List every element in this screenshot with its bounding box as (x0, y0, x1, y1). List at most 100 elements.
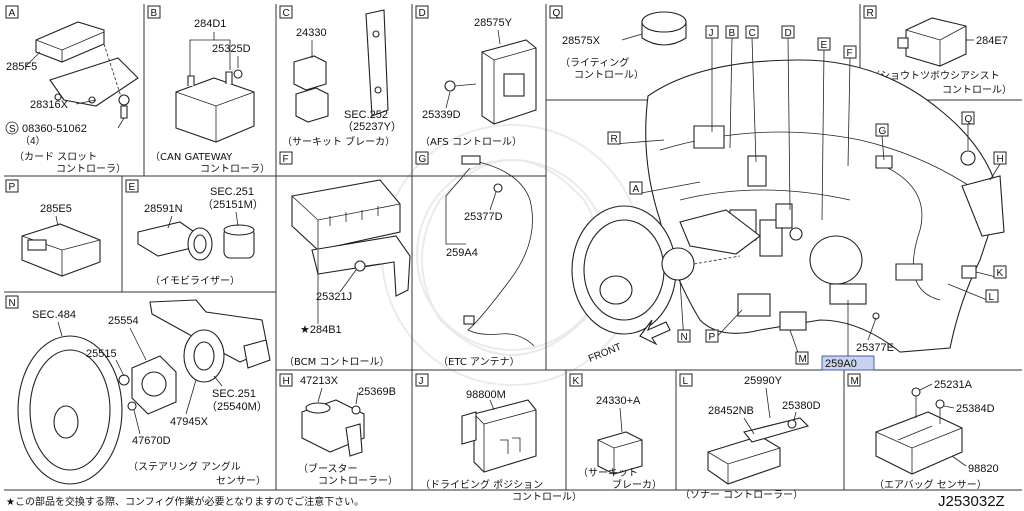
callout-r[interactable] (607, 131, 621, 145)
part-number: 25321J (316, 291, 352, 303)
callout-e[interactable] (817, 37, 831, 51)
panel-caption: コントローラ） (200, 163, 270, 175)
bolt-icon (911, 387, 921, 397)
panel-caption: （サーキット (578, 467, 638, 479)
callout-label-n[interactable]: N (681, 332, 688, 343)
card-slot-controller (35, 21, 105, 63)
sonar-controller (707, 435, 781, 485)
part-number: 47945X (170, 416, 209, 428)
part-number: ★284B1 (300, 324, 342, 336)
panel-caption: センサー） (216, 475, 266, 487)
panel-caption: コントロール） (574, 69, 644, 81)
callout-d[interactable] (781, 25, 795, 39)
callout-f[interactable] (843, 45, 857, 59)
part-number: SEC.252 (344, 109, 388, 121)
callout-label-f[interactable]: F (847, 48, 853, 59)
panel-key-box (279, 373, 293, 387)
panel-j-drawing (461, 399, 537, 473)
svg-text:S: S (9, 124, 16, 135)
part-number: （25151M） (202, 198, 264, 211)
panel-caption: （ショウトツボウシアシスト (870, 70, 1000, 82)
panel-key-label: R (867, 8, 874, 19)
callout-label-p[interactable]: P (709, 332, 716, 343)
panel-caption: （AFS コントロール） (420, 136, 522, 148)
callout-label-b[interactable]: B (729, 28, 736, 39)
panel-key-box (279, 5, 293, 19)
callout-label-q[interactable]: Q (965, 114, 973, 125)
panel-key-box (5, 179, 19, 193)
panel-caption: （ETC アンテナ） (438, 356, 520, 368)
panel-caption: （ソナー コントローラー） (680, 489, 803, 501)
part-number: 28316X (30, 99, 69, 111)
callout-label-c[interactable]: C (749, 28, 756, 39)
panel-key-box (279, 151, 293, 165)
callout-b[interactable] (725, 25, 739, 39)
panel-l-drawing (707, 417, 810, 485)
part-number: （25540M） (206, 400, 268, 413)
panel-key-label: E (129, 182, 136, 193)
can-gateway-module (175, 77, 255, 143)
bolt-icon (351, 405, 361, 415)
callout-label-h[interactable]: H (997, 154, 1004, 165)
callout-l[interactable] (985, 289, 999, 303)
part-number: 259A4 (446, 247, 478, 259)
panel-caption: （BCM コントロール） (284, 356, 389, 368)
screw-icon (118, 94, 130, 106)
panel-b-drawing (175, 56, 255, 143)
dashboard-overview (571, 59, 1005, 353)
callout-label-k[interactable]: K (997, 268, 1004, 279)
panel-k-drawing (597, 431, 643, 475)
footer-note: ★この部品を交換する際、コンフィグ作業が必要となりますのでご注意下さい。 (6, 495, 364, 508)
panel-r-drawing (897, 17, 967, 67)
part-number: SEC.251 (212, 388, 256, 400)
panel-caption: コントローラー） (318, 475, 398, 487)
callout-q[interactable] (961, 111, 975, 125)
callout-label-g[interactable]: G (879, 126, 887, 137)
part-number: 284D1 (194, 18, 226, 30)
panel-a-drawing (35, 21, 139, 119)
panel-e-drawing (137, 221, 255, 261)
callout-p[interactable] (705, 329, 719, 343)
callout-label-r[interactable]: R (611, 134, 618, 145)
part-number: 24330 (296, 27, 327, 39)
panel-f-drawing (291, 179, 411, 297)
bolt-icon (787, 419, 797, 429)
panel-key-label: D (419, 8, 426, 19)
part-number: 25369B (358, 386, 396, 398)
callout-label-e[interactable]: E (821, 40, 828, 51)
panel-caption: （ブースター (298, 462, 358, 475)
callout-j[interactable] (705, 25, 719, 39)
panel-key-box (5, 5, 19, 19)
panel-caption: （イモビライザー） (150, 275, 240, 287)
part-number: 25554 (108, 315, 139, 327)
panel-key-box (147, 5, 161, 19)
panel-caption: （ライティング (560, 56, 629, 69)
callout-n[interactable] (677, 329, 691, 343)
part-number: 25377D (464, 211, 503, 223)
panel-key-label: K (573, 376, 580, 387)
bolt-icon (444, 80, 456, 92)
callout-g[interactable] (875, 123, 889, 137)
callout-label-m[interactable]: M (799, 354, 807, 365)
panel-caption: （サーキット ブレーカ） (282, 135, 395, 148)
callout-a[interactable] (629, 181, 643, 195)
callout-label-l[interactable]: L (989, 292, 995, 303)
controller-bracket (49, 57, 139, 107)
panel-caption: ブレーカ） (612, 478, 662, 491)
callout-label-a[interactable]: A (633, 184, 640, 195)
part-number: 25339D (422, 109, 461, 121)
panel-m-drawing (875, 387, 963, 475)
callout-h[interactable] (993, 151, 1007, 165)
callout-c[interactable] (745, 25, 759, 39)
panel-key-box (125, 179, 139, 193)
instrument-panel (645, 59, 1001, 353)
callout-m[interactable] (795, 351, 809, 365)
part-number: SEC.484 (32, 309, 76, 321)
callout-k[interactable] (993, 265, 1007, 279)
callout-label-j[interactable]: J (709, 28, 714, 39)
part-number-259a0[interactable]: 259A0 (825, 358, 857, 370)
callout-label-d[interactable]: D (785, 28, 792, 39)
collision-assist-controller (905, 17, 967, 67)
part-number: 28452NB (708, 405, 754, 417)
